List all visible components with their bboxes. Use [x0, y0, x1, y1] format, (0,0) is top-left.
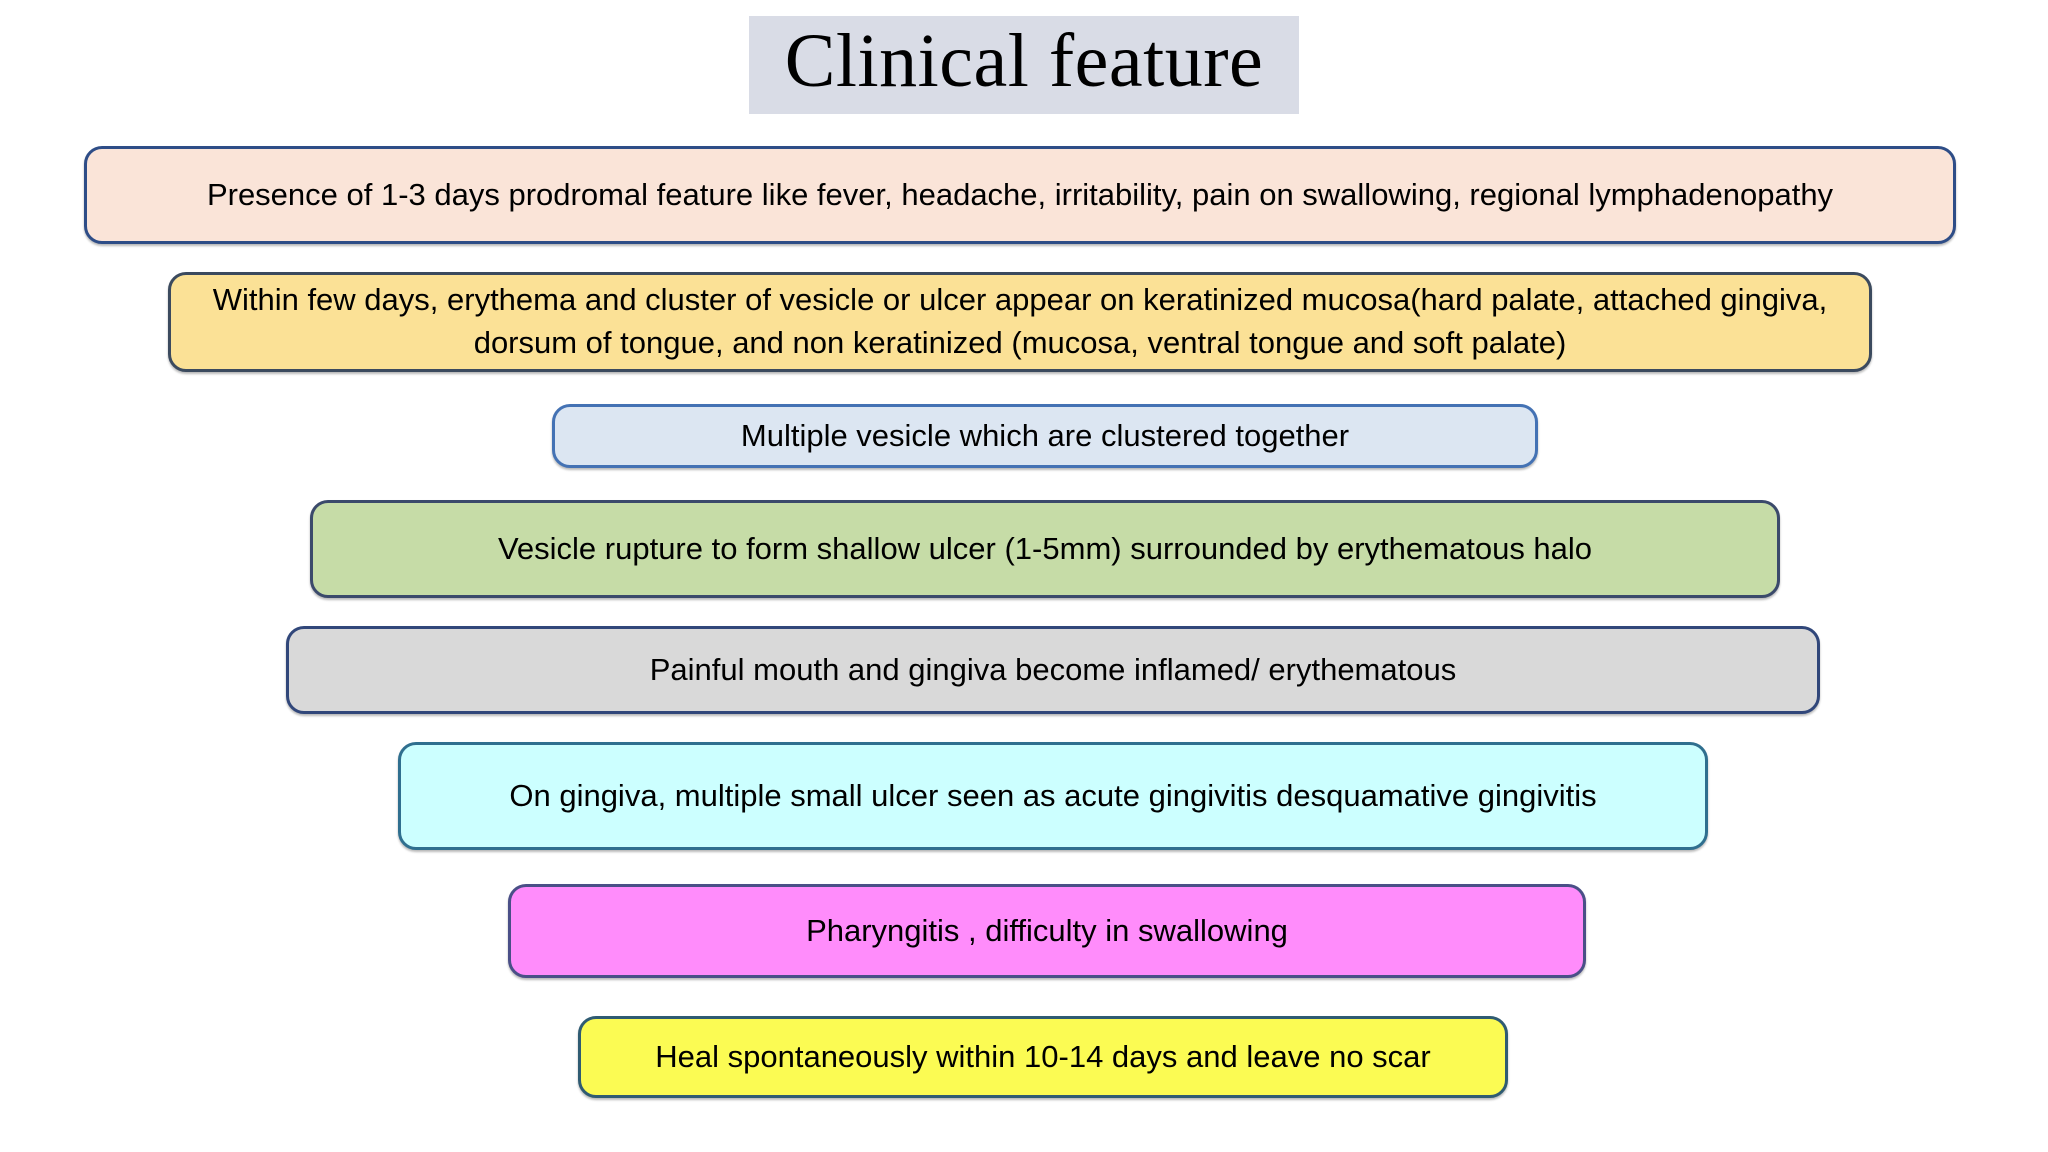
flow-step-erythema-vesicle-cluster[interactable]: Within few days, erythema and cluster of… — [168, 272, 1872, 372]
flow-step-label: Vesicle rupture to form shallow ulcer (1… — [497, 530, 1593, 566]
flow-step-label: Painful mouth and gingiva become inflame… — [649, 651, 1457, 687]
flow-step-pharyngitis-dysphagia[interactable]: Pharyngitis , difficulty in swallowing — [508, 884, 1586, 978]
flow-step-label: Pharyngitis , difficulty in swallowing — [806, 912, 1288, 948]
flow-step-label: Multiple vesicle which are clustered tog… — [740, 417, 1350, 453]
flow-step-heal-spontaneously[interactable]: Heal spontaneously within 10-14 days and… — [578, 1016, 1508, 1098]
page-title: Clinical feature — [748, 16, 1300, 114]
flow-step-label: On gingiva, multiple small ulcer seen as… — [509, 777, 1597, 813]
flow-step-acute-desquamative-gingivitis[interactable]: On gingiva, multiple small ulcer seen as… — [398, 742, 1708, 850]
flow-step-label: Heal spontaneously within 10-14 days and… — [655, 1038, 1431, 1074]
slide-title: Clinical feature — [0, 16, 2048, 114]
flow-step-prodromal-feature[interactable]: Presence of 1-3 days prodromal feature l… — [84, 146, 1956, 244]
flow-step-label: Presence of 1-3 days prodromal feature l… — [206, 176, 1834, 212]
flow-step-painful-mouth-gingiva[interactable]: Painful mouth and gingiva become inflame… — [286, 626, 1820, 714]
flow-step-vesicle-rupture-ulcer[interactable]: Vesicle rupture to form shallow ulcer (1… — [310, 500, 1780, 598]
flow-step-multiple-vesicle-clustered[interactable]: Multiple vesicle which are clustered tog… — [552, 404, 1538, 468]
flow-step-label: Within few days, erythema and cluster of… — [212, 282, 1828, 360]
